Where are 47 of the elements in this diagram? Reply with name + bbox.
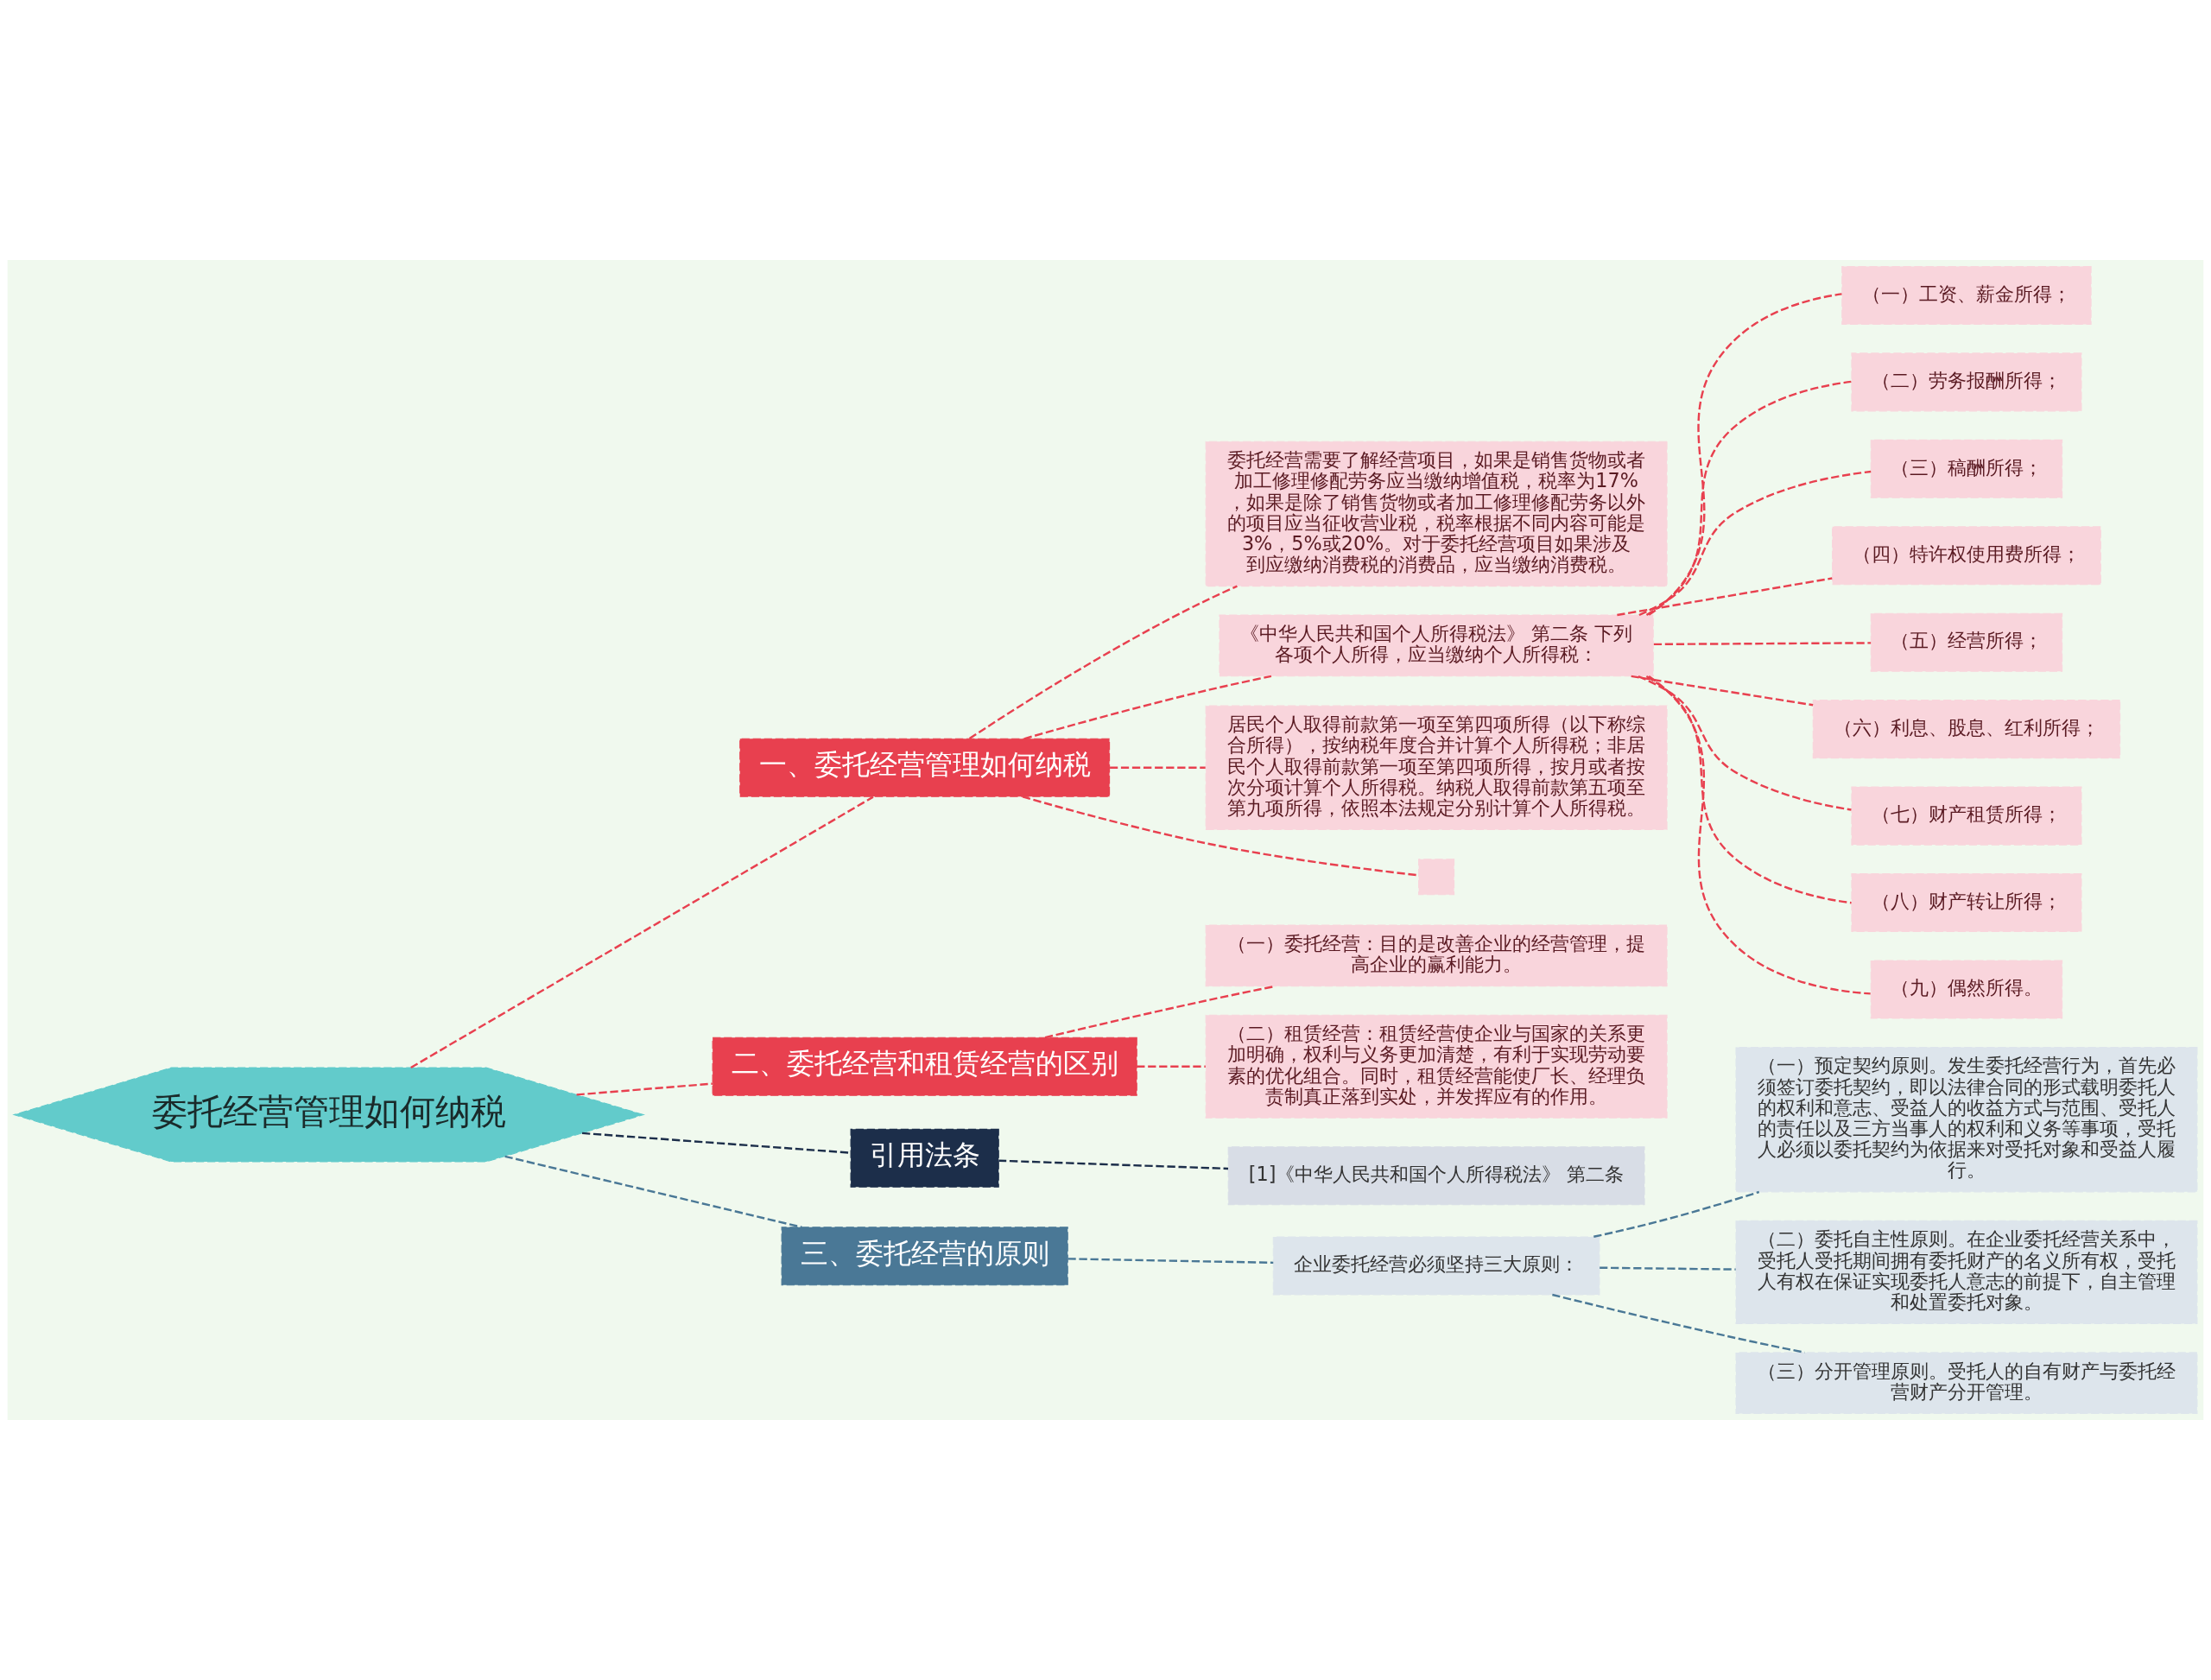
node-box: （一）委托经营：目的是改善企业的经营管理，提高企业的赢利能力。 [1205,924,1668,987]
connector [576,1082,713,1096]
connector [1067,1258,1274,1265]
node-box: 《中华人民共和国个人所得税法》 第二条 下列各项个人所得，应当缴纳个人所得税： [1219,614,1654,677]
node-box: （七）财产租赁所得； [1851,786,2082,846]
connector [1648,293,1842,616]
node-box: （一）工资、薪金所得； [1841,265,2092,325]
node-box: 二、委托经营和租赁经营的区别 [712,1037,1137,1096]
node-box: 一、委托经营管理如何纳税 [739,738,1111,797]
connector [1137,1065,1206,1068]
node-box: （六）利息、股息、红利所得； [1812,700,2121,759]
connector [1638,470,1872,617]
node-box: [1]《中华人民共和国个人所得税法》 第二条 [1227,1146,1645,1206]
node-box: （二）租赁经营：租赁经营使企业与国家的关系更加明确，权利与义务更加清楚，有利于实现劳动要素的优化组合。同时，租赁经营能使厂长、经理负责制真正落到实处，并发挥应有的作用。 [1205,1014,1668,1119]
node-box: 企业委托经营必须坚持三大原则： [1272,1236,1600,1296]
connector [1552,1293,1805,1354]
node-box: 引用法条 [850,1128,999,1188]
node-box: （三）分开管理原则。受托人的自有财产与委托经营财产分开管理。 [1735,1352,2198,1415]
node-box: 居民个人取得前款第一项至第四项所得（以下称综合所得），按纳税年度合并计算个人所得税；非居民个人取得前款第一项至第四项所得，按月或者按次分项计算个人所得税。纳税人取得前款第五项至第九项所得，依照本法规定分别计算个人所得税。 [1205,705,1668,830]
node-box: （一）预定契约原则。发生委托经营行为，首先必须签订委托契约，即以法律合同的形式载明委托人的权利和意志、受益人的收益方式与范围、受托人的责任以及三方当事人的权利和义务等事项，受托人必须以委托契约为依据来对受托对象和受益人履行。 [1735,1046,2198,1193]
connector [1648,675,1871,995]
node-box: （四）特许权使用费所得； [1832,526,2101,586]
connector [1022,796,1419,877]
connector [1653,642,1872,646]
connector [1617,577,1833,617]
connector [1645,675,1852,904]
connector [1110,766,1206,769]
node-box: 委托经营需要了解经营项目，如果是销售货物或者加工修理修配劳务应当缴纳增值税，税率为17%，如果是除了销售货物或者加工修理修配劳务以外的项目应当征收营业税，税率根据不同内容可能是3%，5%或20%。对于委托经营项目如果涉及到应缴纳消费税的消费品，应当缴纳消费税。 [1205,441,1668,587]
node-box: 三、委托经营的原则 [781,1227,1068,1286]
connector [998,1159,1229,1170]
connector [1593,1190,1760,1238]
connector [1631,675,1814,707]
node-box: （九）偶然所得。 [1870,960,2063,1019]
node-box: （二）劳务报酬所得； [1851,352,2082,412]
node-box: （三）稿酬所得； [1870,439,2063,498]
node-box: （二）委托自主性原则。在企业委托经营关系中，受托人受托期间拥有委托财产的名义所有权，受托人有权在保证实现委托人意志的前提下，自主管理和处置委托对象。 [1735,1220,2198,1324]
connector [1023,675,1272,740]
node-box [1418,859,1455,896]
connector [1044,985,1276,1039]
connector [968,585,1238,740]
node-box: （五）经营所得； [1870,612,2063,672]
connector [1638,675,1852,811]
connector [1645,380,1852,616]
connector [1600,1266,1736,1271]
connector [410,796,874,1068]
connector [504,1155,802,1228]
node-box: （八）财产转让所得； [1851,873,2082,933]
